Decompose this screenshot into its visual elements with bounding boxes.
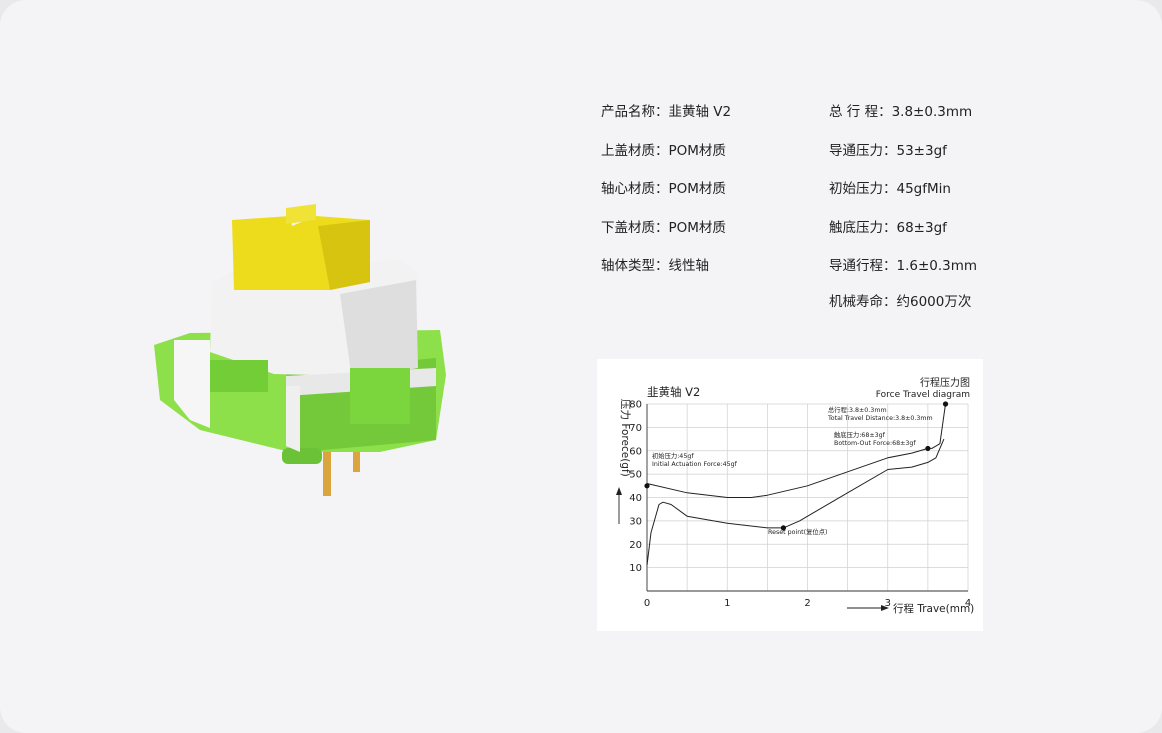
data-point bbox=[780, 525, 787, 531]
annotation-reset: Reset point(复位点) bbox=[768, 527, 827, 536]
spec-product-name: 产品名称：韭黄轴 V2 bbox=[601, 104, 732, 120]
y-tick-label: 30 bbox=[629, 516, 642, 527]
annotation-total-cn: 总行程:3.8±0.3mm bbox=[828, 405, 887, 414]
switch-image bbox=[154, 204, 446, 496]
spec-stem: 轴心材质：POM材质 bbox=[601, 181, 726, 197]
annotation-initial-en: Initial Actuation Force:45gf bbox=[652, 461, 738, 468]
spec-actuation-force: 导通压力：53±3gf bbox=[829, 143, 947, 159]
annotation-bottom-en: Bottom-Out Force:68±3gf bbox=[834, 440, 916, 447]
spec-lifespan: 机械寿命：约6000万次 bbox=[829, 294, 972, 310]
y-tick-label: 80 bbox=[629, 400, 642, 411]
y-tick-label: 50 bbox=[629, 470, 642, 481]
y-tick-label: 70 bbox=[629, 423, 642, 434]
chart-y-axis-label: 压力 Forece(gf) bbox=[619, 399, 632, 477]
y-tick-label: 40 bbox=[629, 493, 642, 504]
chart-axes: 10 20 30 40 50 60 70 80 0 1 2 3 4 bbox=[629, 400, 971, 610]
y-axis-arrow bbox=[616, 487, 622, 524]
data-point bbox=[942, 401, 949, 407]
annotation-total-en: Total Travel Distance:3.8±0.3mm bbox=[827, 415, 933, 422]
x-tick-label: 3 bbox=[885, 598, 891, 609]
spec-actuation-travel: 导通行程：1.6±0.3mm bbox=[829, 258, 978, 274]
spec-bottom-housing: 下盖材质：POM材质 bbox=[601, 220, 726, 236]
chart-series bbox=[646, 403, 946, 566]
y-tick-label: 10 bbox=[629, 563, 642, 574]
data-point bbox=[644, 483, 650, 489]
chart-svg: 10 20 30 40 50 60 70 80 0 1 2 3 4 韭黄轴 V2 行程压力图 Force… bbox=[616, 376, 974, 615]
y-tick-label: 60 bbox=[629, 446, 642, 457]
spec-switch-type: 轴体类型：线性轴 bbox=[601, 258, 709, 274]
y-tick-label: 20 bbox=[629, 540, 642, 551]
x-tick-label: 2 bbox=[804, 598, 810, 609]
force-travel-chart: 10 20 30 40 50 60 70 80 0 1 2 3 4 韭黄轴 V2 行程压力图 Force… bbox=[597, 359, 983, 631]
chart-grid bbox=[647, 403, 969, 591]
chart-title-right-en: Force Travel diagram bbox=[876, 390, 970, 400]
chart-title-right-cn: 行程压力图 bbox=[920, 376, 970, 389]
spec-total-travel: 总 行 程：3.8±0.3mm bbox=[829, 104, 973, 120]
chart-x-axis-label: 行程 Trave(mm) bbox=[893, 602, 974, 615]
spec-bottom-out-force: 触底压力：68±3gf bbox=[829, 220, 947, 236]
annotation-bottom-cn: 触底压力:68±3gf bbox=[834, 430, 886, 439]
spec-initial-force: 初始压力：45gfMin bbox=[829, 181, 951, 197]
annotation-initial-cn: 初始压力:45gf bbox=[652, 451, 694, 460]
spec-top-housing: 上盖材质：POM材质 bbox=[601, 143, 726, 159]
chart-points bbox=[644, 401, 949, 531]
x-axis-arrow bbox=[847, 605, 889, 611]
x-tick-label: 4 bbox=[965, 598, 971, 609]
data-point bbox=[925, 445, 931, 452]
series-line-2 bbox=[646, 403, 946, 498]
series-line-1 bbox=[646, 438, 945, 566]
chart-title: 韭黄轴 V2 bbox=[647, 385, 700, 399]
x-tick-label: 1 bbox=[724, 598, 730, 609]
x-tick-label: 0 bbox=[644, 598, 650, 609]
